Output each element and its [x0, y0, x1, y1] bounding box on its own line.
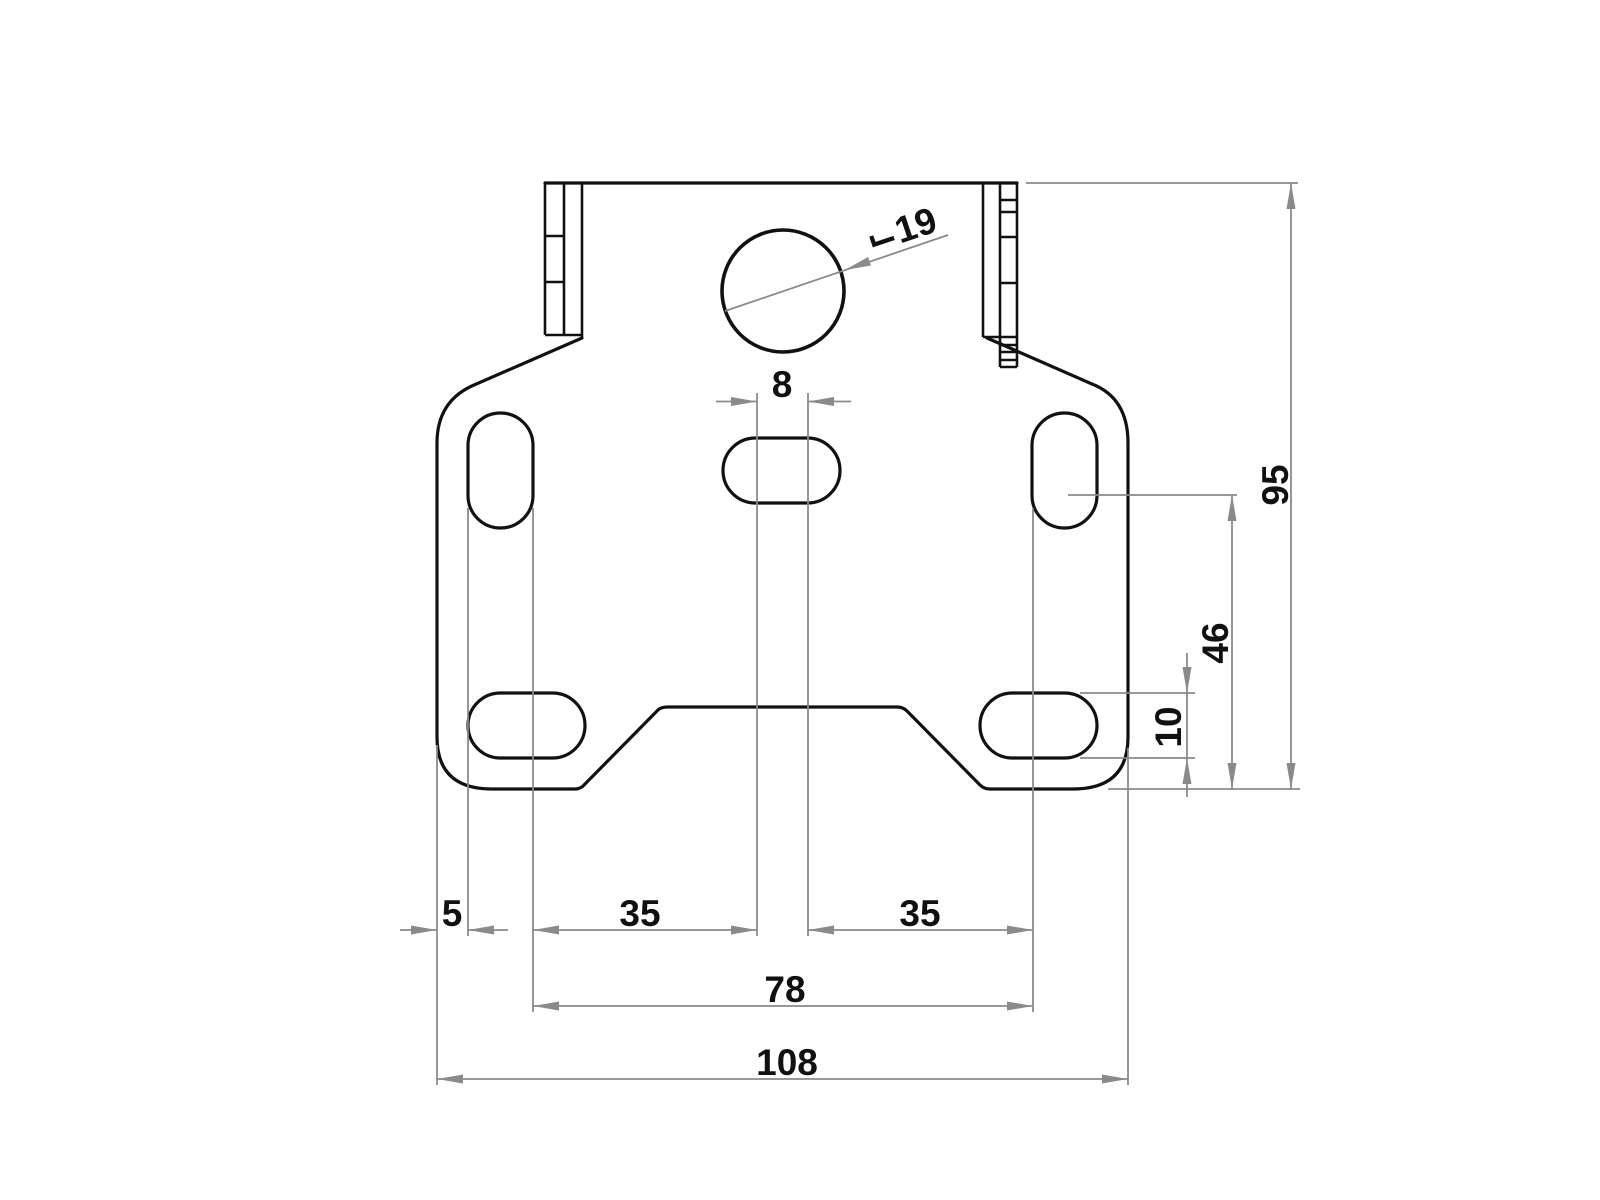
arrow-95-bottom — [1286, 763, 1296, 789]
dim-slot-pitch-top: 8 — [716, 364, 851, 406]
dim-slot-center-to-bottom: 46 — [1195, 495, 1237, 789]
diameter-leader-line — [724, 234, 949, 312]
arrow-8-right — [808, 397, 834, 406]
dim-overall-width: 108 — [437, 1042, 1128, 1084]
center-hole — [720, 228, 846, 354]
dim-label-overall-height: 95 — [1255, 464, 1296, 505]
dim-label-inner-slot-span: 78 — [764, 969, 805, 1010]
dim-hole-diameter: ⌙19 — [724, 199, 949, 312]
arrow-5-left — [411, 925, 437, 935]
dim-slot-width: 10 — [1148, 653, 1192, 797]
arrow-108-left — [437, 1074, 463, 1084]
center-slot — [721, 436, 842, 505]
mounting-slot-upper-right — [1030, 411, 1099, 530]
arrow-108-right — [1102, 1074, 1128, 1084]
mounting-slot-upper-left — [466, 411, 535, 530]
dim-label-slot-width: 10 — [1148, 706, 1189, 747]
arrow-10-bottom — [1182, 758, 1192, 784]
arrow-78-right — [1007, 1001, 1033, 1011]
dim-edge-to-slot: 5 — [400, 893, 508, 935]
right-fold-tab — [981, 183, 1019, 369]
arrow-8-left — [731, 397, 757, 406]
arrow-95-top — [1286, 183, 1296, 209]
arrow-35r-right — [1007, 925, 1033, 935]
arrow-5-right — [468, 925, 494, 935]
dim-label-edge-to-slot: 5 — [442, 893, 463, 934]
arrow-10-top — [1182, 667, 1192, 693]
arrow-35l-right — [731, 925, 757, 935]
plate-outline — [435, 336, 1130, 791]
dim-left-slot-spacing: 35 — [533, 893, 757, 935]
bracket-body — [435, 181, 1130, 791]
diameter-leader-arrow — [845, 257, 871, 270]
dim-label-overall-width: 108 — [756, 1042, 818, 1083]
dim-label-left-slot-spacing: 35 — [619, 893, 660, 934]
dim-overall-height: 95 — [1255, 183, 1296, 789]
extension-lines — [436, 182, 1300, 1085]
dim-right-slot-spacing: 35 — [808, 893, 1033, 935]
mounting-slot-lower-right — [978, 691, 1099, 760]
dim-inner-slot-span: 78 — [533, 969, 1033, 1011]
left-fold-tab — [543, 183, 584, 337]
arrow-46-bottom — [1227, 763, 1237, 789]
dim-label-slot-pitch: 8 — [772, 364, 793, 405]
arrow-46-top — [1227, 495, 1237, 521]
arrow-35r-left — [808, 925, 834, 935]
dim-label-slot-center-to-bottom: 46 — [1195, 622, 1236, 663]
mounting-slot-lower-left — [466, 691, 587, 760]
arrow-78-left — [533, 1001, 559, 1011]
dim-label-right-slot-spacing: 35 — [899, 893, 940, 934]
arrow-35l-left — [533, 925, 559, 935]
